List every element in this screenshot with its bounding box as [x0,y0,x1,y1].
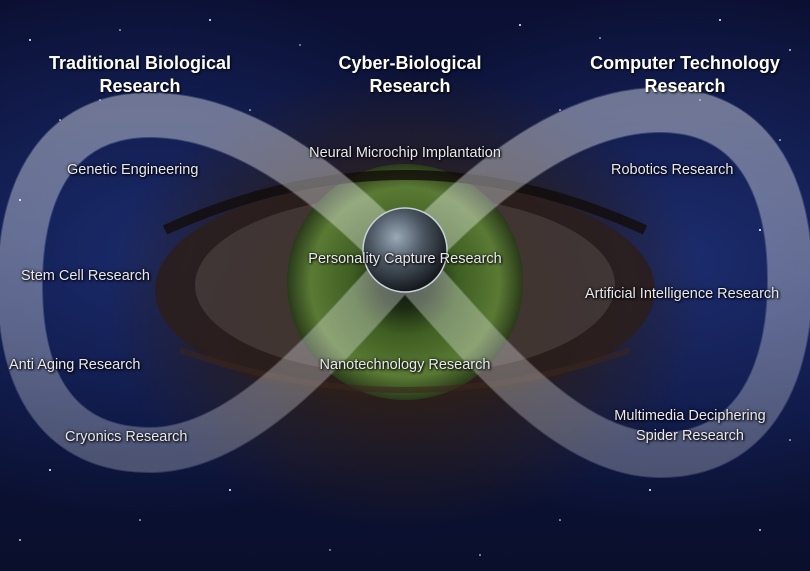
label-personality-capture: Personality Capture Research [308,251,502,267]
label-genetic-engineering: Genetic Engineering [67,162,199,178]
label-stem-cell-research: Stem Cell Research [21,268,150,284]
label-robotics-research: Robotics Research [611,162,734,178]
title-line: Research [99,76,181,96]
label-line: Spider Research [636,428,744,444]
label-cryonics-research: Cryonics Research [65,429,188,445]
globe-icon [362,207,448,293]
title-line: Traditional Biological [48,53,232,73]
label-anti-aging-research: Anti Aging Research [9,357,141,373]
title-line: Research [644,76,726,96]
title-line: Cyber-Biological [338,53,482,73]
title-line: Research [369,76,451,96]
label-multimedia-deciphering: Multimedia Deciphering Spider Research [590,406,790,446]
label-nanotechnology: Nanotechnology Research [319,357,491,373]
label-artificial-intelligence: Artificial Intelligence Research [585,286,780,302]
title-line: Computer Technology [590,53,780,73]
column-title-computer: Computer Technology Research [570,52,800,98]
column-title-traditional: Traditional Biological Research [20,52,260,98]
column-title-cyber: Cyber-Biological Research [300,52,520,98]
label-line: Multimedia Deciphering [614,408,766,424]
label-neural-microchip: Neural Microchip Implantation [309,145,501,161]
